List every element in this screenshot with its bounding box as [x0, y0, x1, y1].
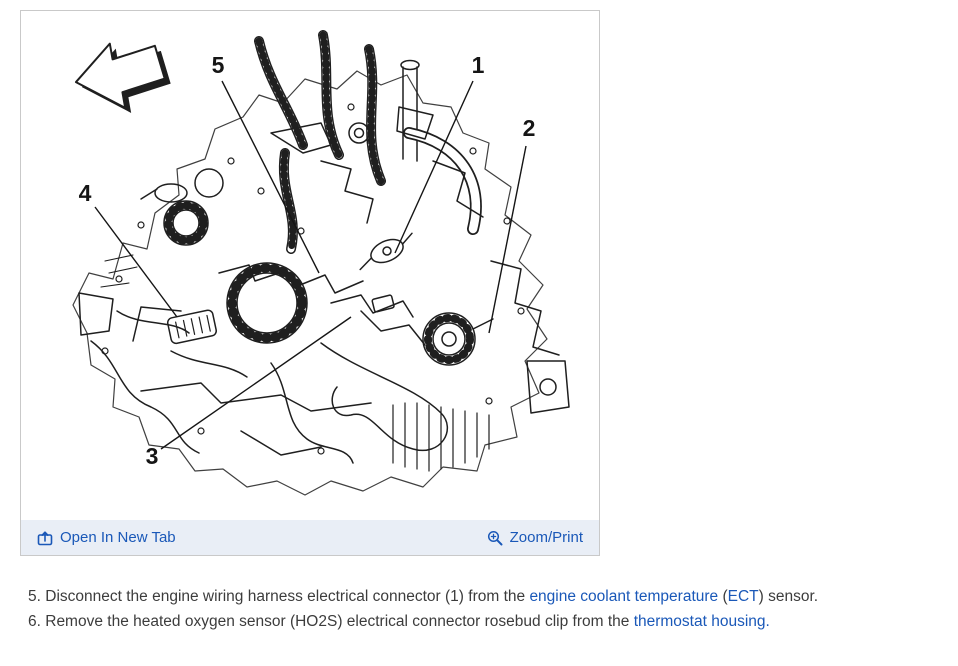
top-components — [140, 106, 484, 224]
upper-pipes — [400, 59, 420, 162]
figure-footer-bar: Open In New Tab Zoom/Print — [21, 520, 599, 555]
left-block — [78, 254, 182, 342]
step-number: 5. — [28, 588, 41, 605]
step-text: ( — [718, 588, 728, 605]
zoom-print-link[interactable]: Zoom/Print — [487, 529, 583, 546]
engine-diagram-art: 5 1 2 4 3 — [72, 30, 570, 496]
instruction-steps: 5. Disconnect the engine wiring harness … — [28, 584, 818, 634]
open-in-new-tab-label: Open In New Tab — [60, 529, 176, 546]
step-text: Disconnect the engine wiring harness ele… — [40, 588, 530, 605]
link-ect[interactable]: ECT — [727, 588, 759, 605]
engine-diagram: 5 1 2 4 3 — [21, 11, 599, 520]
callout-3: 3 — [146, 443, 159, 469]
open-in-new-tab-icon — [37, 530, 53, 546]
wiring-harness-hoses — [254, 30, 386, 254]
link-thermostat-housing[interactable]: thermostat housing. — [633, 613, 770, 630]
electrical-connector-block — [166, 309, 217, 345]
ribbed-pulley — [226, 262, 308, 344]
mid-harness — [218, 264, 414, 318]
round-sensor-connector — [422, 312, 494, 366]
engine-silhouette — [72, 70, 548, 496]
callout-5: 5 — [212, 52, 225, 78]
lower-hose-loop — [270, 342, 449, 464]
bottom-ribs — [392, 402, 490, 472]
link-engine-coolant-temperature[interactable]: engine coolant temperature — [529, 588, 719, 605]
callout-2: 2 — [523, 115, 536, 141]
oil-cap — [163, 200, 209, 246]
callout-leader-lines — [94, 80, 527, 450]
step-number: 6. — [28, 613, 41, 630]
zoom-print-label: Zoom/Print — [509, 529, 583, 546]
callout-numbers: 5 1 2 4 3 — [79, 52, 536, 469]
instruction-step-6: 6. Remove the heated oxygen sensor (HO2S… — [28, 609, 818, 634]
lower-left-wires — [90, 310, 426, 456]
ect-sensor — [359, 232, 413, 271]
front-direction-arrow — [74, 42, 171, 113]
diagram-card: 5 1 2 4 3 Open In New Tab — [20, 10, 600, 556]
open-in-new-tab-link[interactable]: Open In New Tab — [37, 529, 176, 546]
zoom-in-icon — [487, 530, 503, 546]
callout-4: 4 — [79, 180, 92, 206]
instruction-step-5: 5. Disconnect the engine wiring harness … — [28, 584, 818, 609]
callout-1: 1 — [472, 52, 485, 78]
right-bracket — [490, 260, 570, 414]
bolts — [101, 103, 525, 455]
step-text: Remove the heated oxygen sensor (HO2S) e… — [40, 613, 634, 630]
step-text: ) sensor. — [758, 588, 819, 605]
